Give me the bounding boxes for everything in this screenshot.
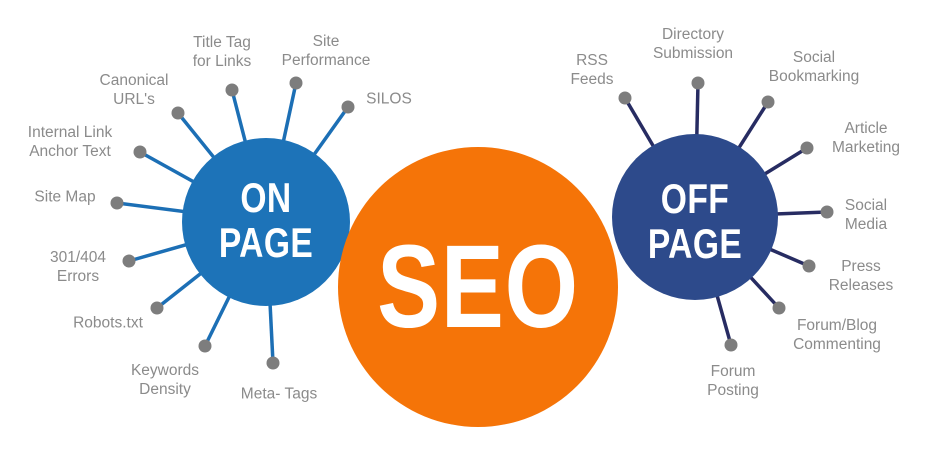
on-page-spoke-dot	[171, 106, 185, 120]
off-page-circle	[612, 134, 778, 300]
on-page-spoke-dot	[122, 254, 136, 268]
on-page-circle	[182, 138, 350, 306]
off-page-spoke-dot	[724, 338, 738, 352]
off-page-spoke-dot	[820, 205, 834, 219]
on-page-spoke-dot	[266, 356, 280, 370]
on-page-spoke-dot	[150, 301, 164, 315]
on-page-spoke-dot	[289, 76, 303, 90]
off-page-spoke-dot	[802, 259, 816, 273]
off-page-spoke-dot	[761, 95, 775, 109]
on-page-spoke-dot	[110, 196, 124, 210]
off-page-spoke-dot	[618, 91, 632, 105]
off-page-spoke-dot	[772, 301, 786, 315]
seo-circle	[338, 147, 618, 427]
on-page-spoke-dot	[341, 100, 355, 114]
on-page-spoke-dot	[133, 145, 147, 159]
on-page-spoke-dot	[225, 83, 239, 97]
on-page-spoke-dot	[198, 339, 212, 353]
off-page-spoke-dot	[800, 141, 814, 155]
off-page-spoke-dot	[691, 76, 705, 90]
